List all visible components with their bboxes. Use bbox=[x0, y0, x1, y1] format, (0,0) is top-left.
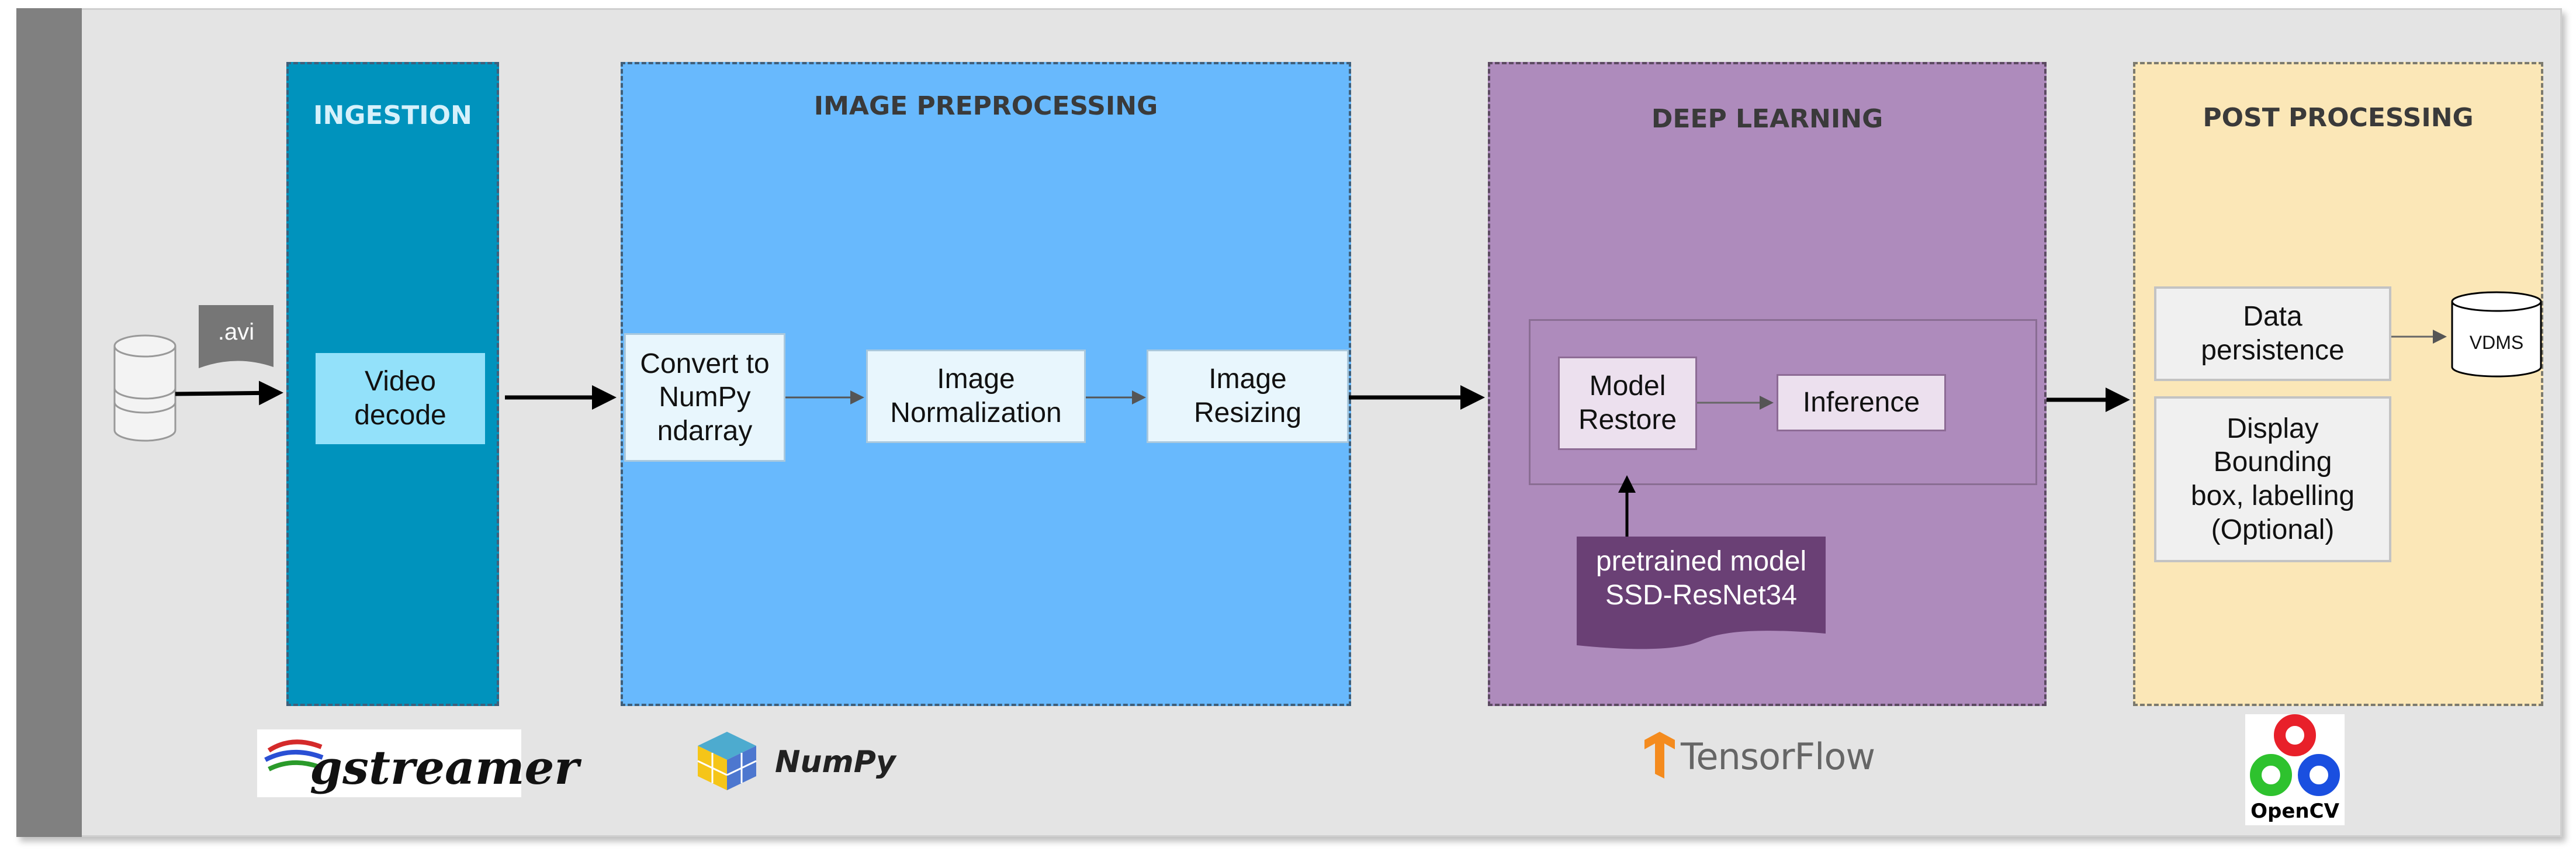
stage-post-processing: POST PROCESSING bbox=[2133, 62, 2543, 706]
numpy-logo: NumPy bbox=[693, 729, 896, 793]
gstreamer-logo-text: gstreamer bbox=[310, 740, 579, 795]
opencv-logo-text: OpenCV bbox=[2250, 800, 2339, 823]
model-restore-label: Model Restore bbox=[1578, 371, 1677, 435]
normalization-node: Image Normalization bbox=[866, 350, 1086, 443]
left-bar bbox=[16, 8, 82, 837]
normalization-label: Image Normalization bbox=[890, 364, 1062, 428]
pretrained-model-label: pretrained model SSD-ResNet34 bbox=[1595, 546, 1807, 611]
gstreamer-logo: gstreamer bbox=[257, 729, 579, 797]
tensorflow-logo: TensorFlow bbox=[1641, 732, 1886, 781]
model-group bbox=[1529, 319, 2037, 485]
stage-ingestion-title: INGESTION bbox=[313, 101, 472, 130]
inference-label: Inference bbox=[1802, 387, 1920, 418]
convert-label: Convert to NumPy ndarray bbox=[640, 348, 770, 447]
display-label: Display Bounding box, labelling (Optiona… bbox=[2190, 413, 2355, 545]
resizing-label: Image Resizing bbox=[1193, 364, 1302, 428]
video-decode-label: Video decode bbox=[354, 366, 446, 431]
stage-preprocessing-title: IMAGE PREPROCESSING bbox=[813, 91, 1158, 121]
data-persistence-node: Data persistence bbox=[2154, 286, 2391, 381]
convert-node: Convert to NumPy ndarray bbox=[624, 333, 785, 462]
resizing-node: Image Resizing bbox=[1147, 350, 1349, 443]
vdms-label: VDMS bbox=[2469, 331, 2524, 353]
pretrained-model-node: pretrained model SSD-ResNet34 bbox=[1577, 544, 1826, 614]
opencv-logo: OpenCV bbox=[2245, 714, 2345, 825]
inference-node: Inference bbox=[1777, 374, 1946, 431]
display-node: Display Bounding box, labelling (Optiona… bbox=[2154, 396, 2391, 562]
stage-post-processing-title: POST PROCESSING bbox=[2203, 103, 2474, 133]
video-decode-node: Video decode bbox=[316, 353, 485, 444]
stage-deep-learning-title: DEEP LEARNING bbox=[1651, 104, 1883, 134]
numpy-logo-text: NumPy bbox=[775, 745, 896, 780]
model-restore-node: Model Restore bbox=[1558, 357, 1697, 450]
vdms-database-icon bbox=[2451, 291, 2542, 378]
pretrained-model-shape bbox=[1577, 537, 1826, 649]
avi-file-icon bbox=[199, 305, 273, 368]
data-persistence-label: Data persistence bbox=[2201, 301, 2345, 366]
tensorflow-logo-text: TensorFlow bbox=[1681, 735, 1875, 778]
avi-label: .avi bbox=[217, 319, 255, 345]
database-icon bbox=[113, 334, 176, 442]
